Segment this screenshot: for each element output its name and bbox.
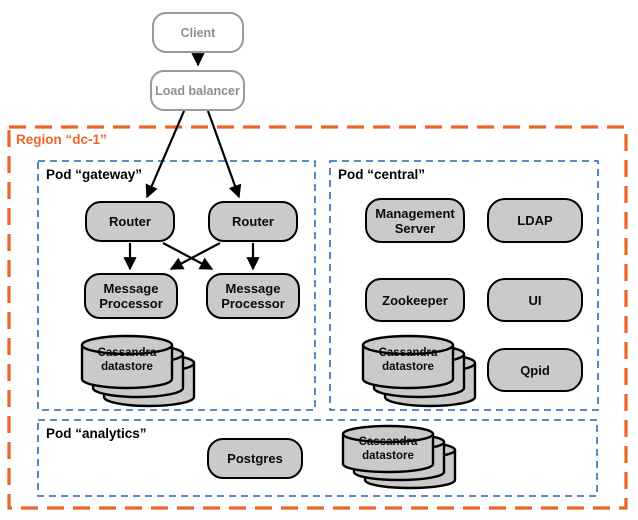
ldap-label: LDAP: [517, 213, 553, 228]
cassandra-analytics-label-line2: datastore: [362, 449, 414, 462]
ui-label: UI: [528, 292, 542, 308]
message-processor-1-label-line1: Message: [103, 281, 159, 296]
connector-arrows: [123, 53, 260, 271]
ldap-node: LDAP: [487, 198, 583, 243]
region-dc1-label: Region “dc-1”: [16, 132, 107, 147]
cassandra-central-label-line2: datastore: [382, 360, 434, 373]
zookeeper-node: Zookeeper: [365, 278, 465, 322]
cassandra-stack-gateway: [80, 334, 196, 408]
client-node: Client: [152, 12, 244, 53]
qpid-label: Qpid: [520, 362, 550, 378]
cassandra-central-label: Cassandra datastore: [363, 347, 453, 374]
pod-analytics-boundary: [37, 419, 598, 497]
cassandra-gateway-label-line2: datastore: [101, 360, 153, 373]
load-balancer-label: Load balancer: [155, 83, 240, 98]
router-2-label: Router: [232, 214, 274, 229]
router-1-node: Router: [85, 201, 175, 242]
router-2-node: Router: [208, 201, 298, 242]
management-server-label-line2: Server: [394, 220, 436, 236]
pod-gateway-label: Pod “gateway”: [46, 167, 143, 182]
arrow-router2-to-mp1: [169, 242, 221, 270]
message-processor-1-node: Message Processor: [84, 273, 178, 319]
message-processor-2-label-line2: Processor: [221, 296, 285, 311]
cassandra-gateway-label: Cassandra datastore: [82, 347, 172, 374]
arrow-lb-to-router1: [145, 110, 186, 199]
message-processor-1-label-line2: Processor: [99, 296, 163, 311]
management-server-node: Management Server: [365, 198, 465, 243]
qpid-node: Qpid: [487, 348, 583, 392]
client-label: Client: [180, 25, 216, 40]
arrow-lb-to-router2: [206, 110, 242, 199]
message-processor-2-label-line1: Message: [225, 281, 281, 296]
zookeeper-label: Zookeeper: [382, 292, 448, 308]
load-balancer-node: Load balancer: [150, 70, 245, 111]
postgres-node: Postgres: [207, 438, 303, 479]
cassandra-stack-analytics: [341, 424, 457, 490]
pod-central-boundary: [329, 160, 599, 411]
ui-node: UI: [487, 278, 583, 322]
region-dc1-boundary: [7, 125, 628, 510]
cassandra-gateway-label-line1: Cassandra: [97, 347, 157, 359]
cassandra-stack-central: [361, 334, 477, 408]
arrow-router1-to-mp2: [162, 242, 214, 270]
management-server-label-line1: Management: [375, 205, 455, 221]
message-processor-2-node: Message Processor: [206, 273, 300, 319]
postgres-label: Postgres: [227, 451, 283, 466]
pod-analytics-label: Pod “analytics”: [46, 426, 147, 441]
router-1-label: Router: [109, 214, 151, 229]
cassandra-analytics-label: Cassandra datastore: [343, 436, 433, 463]
pod-central-label: Pod “central”: [338, 167, 426, 182]
pod-gateway-boundary: [37, 160, 316, 411]
cassandra-central-label-line1: Cassandra: [378, 347, 438, 359]
cassandra-analytics-label-line1: Cassandra: [358, 436, 418, 448]
